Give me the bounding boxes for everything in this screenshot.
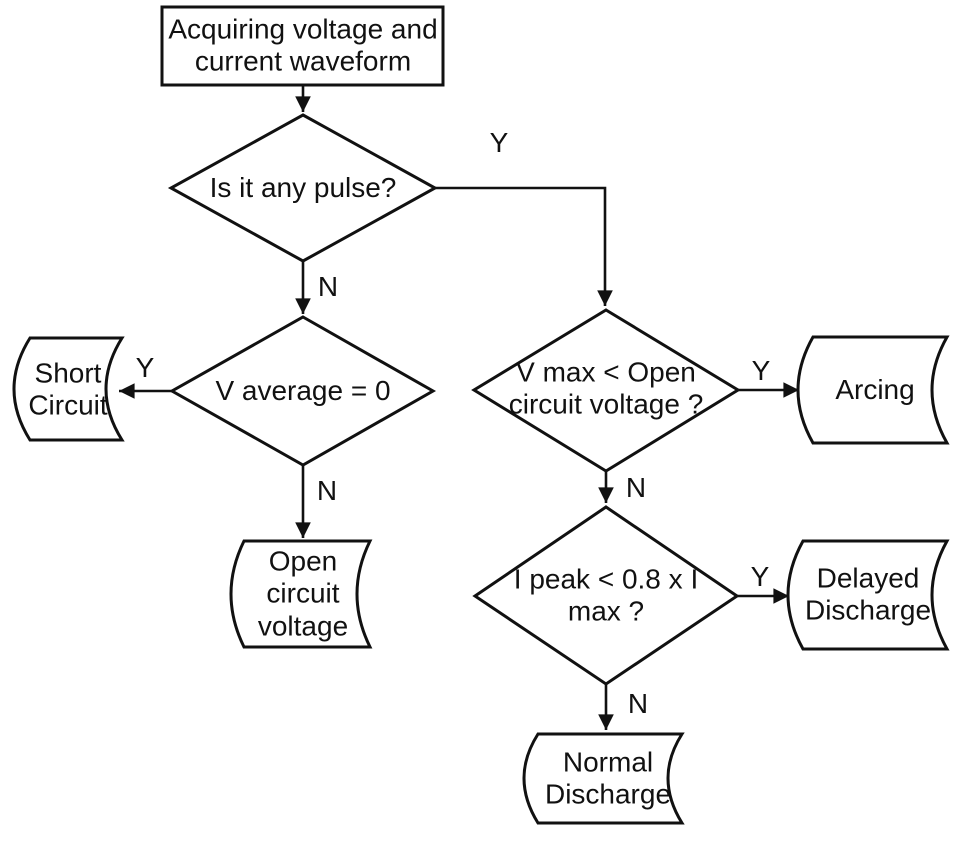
ipeak-no-label: N: [627, 688, 649, 719]
short-circuit-label: Short Circuit: [28, 357, 108, 421]
vavg-yes-label: Y: [135, 352, 155, 383]
delayed-discharge-shape: [786, 539, 950, 651]
vmax-yes-label: Y: [751, 355, 771, 386]
pulse-decision-label: Is it any pulse?: [209, 171, 397, 203]
edge-pulse-yes: [435, 186, 613, 307]
arcing-shape: [796, 335, 950, 445]
normal-discharge-label: Normal Discharge: [544, 746, 672, 810]
vmax-decision-shape: [471, 308, 741, 473]
open-circuit-voltage-shape: [229, 539, 373, 649]
ipeak-yes-label: Y: [750, 561, 770, 592]
short-circuit-shape: [12, 336, 125, 442]
ipeak-decision-label: I peak < 0.8 x I max ?: [513, 563, 699, 627]
start-node-label: Acquiring voltage and current waveform: [168, 13, 438, 77]
pulse-decision-shape: [167, 113, 439, 263]
vavg-decision-label: V average = 0: [215, 374, 391, 406]
vmax-no-label: N: [625, 472, 647, 503]
vavg-no-label: N: [316, 475, 338, 506]
ipeak-decision-shape: [472, 505, 740, 686]
pulse-yes-label: Y: [489, 127, 509, 158]
open-circuit-voltage-label: Open circuit voltage: [257, 545, 349, 642]
pulse-no-label: N: [317, 271, 339, 302]
arcing-label: Arcing: [835, 373, 915, 405]
vmax-decision-label: V max < Open circuit voltage ?: [508, 356, 704, 420]
normal-discharge-shape: [522, 732, 685, 825]
start-node-shape: [160, 5, 445, 87]
vavg-decision-shape: [168, 315, 437, 467]
delayed-discharge-label: Delayed Discharge: [804, 562, 932, 626]
